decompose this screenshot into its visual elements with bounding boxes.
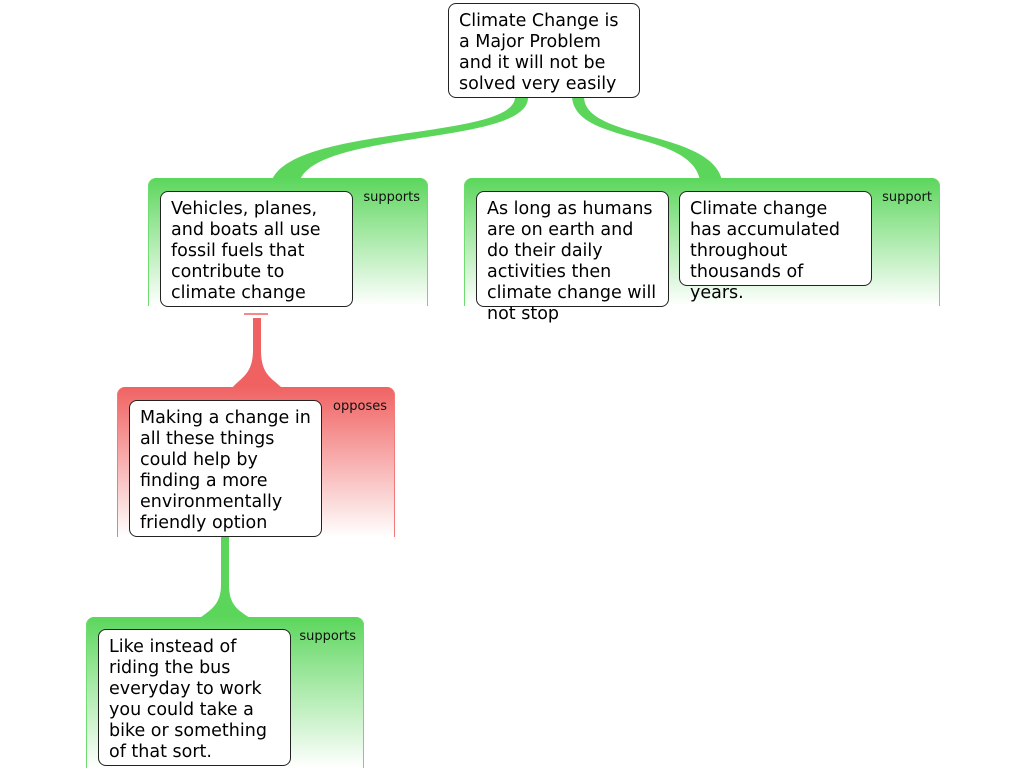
bike-node[interactable]: Like instead of riding the bus everyday …: [98, 629, 291, 766]
connector-change-to-supports: [200, 536, 250, 618]
supports-label-bottom: supports: [299, 629, 356, 644]
support-label: support: [882, 190, 932, 205]
opposes-label: opposes: [333, 399, 387, 414]
connector-claim-to-support: [572, 97, 722, 180]
humans-node[interactable]: As long as humans are on earth and do th…: [476, 191, 669, 324]
connector-vehicles-to-opposes: [232, 318, 282, 388]
accumulated-node[interactable]: Climate change has accumulated throughou…: [679, 191, 872, 303]
vehicles-node[interactable]: Vehicles, planes, and boats all use foss…: [160, 191, 353, 307]
supports-label: supports: [363, 190, 420, 205]
making-change-node[interactable]: Making a change in all these things coul…: [129, 400, 322, 537]
claim-node[interactable]: Climate Change is a Major Problem and it…: [448, 3, 640, 98]
connector-claim-to-supports: [272, 97, 529, 180]
